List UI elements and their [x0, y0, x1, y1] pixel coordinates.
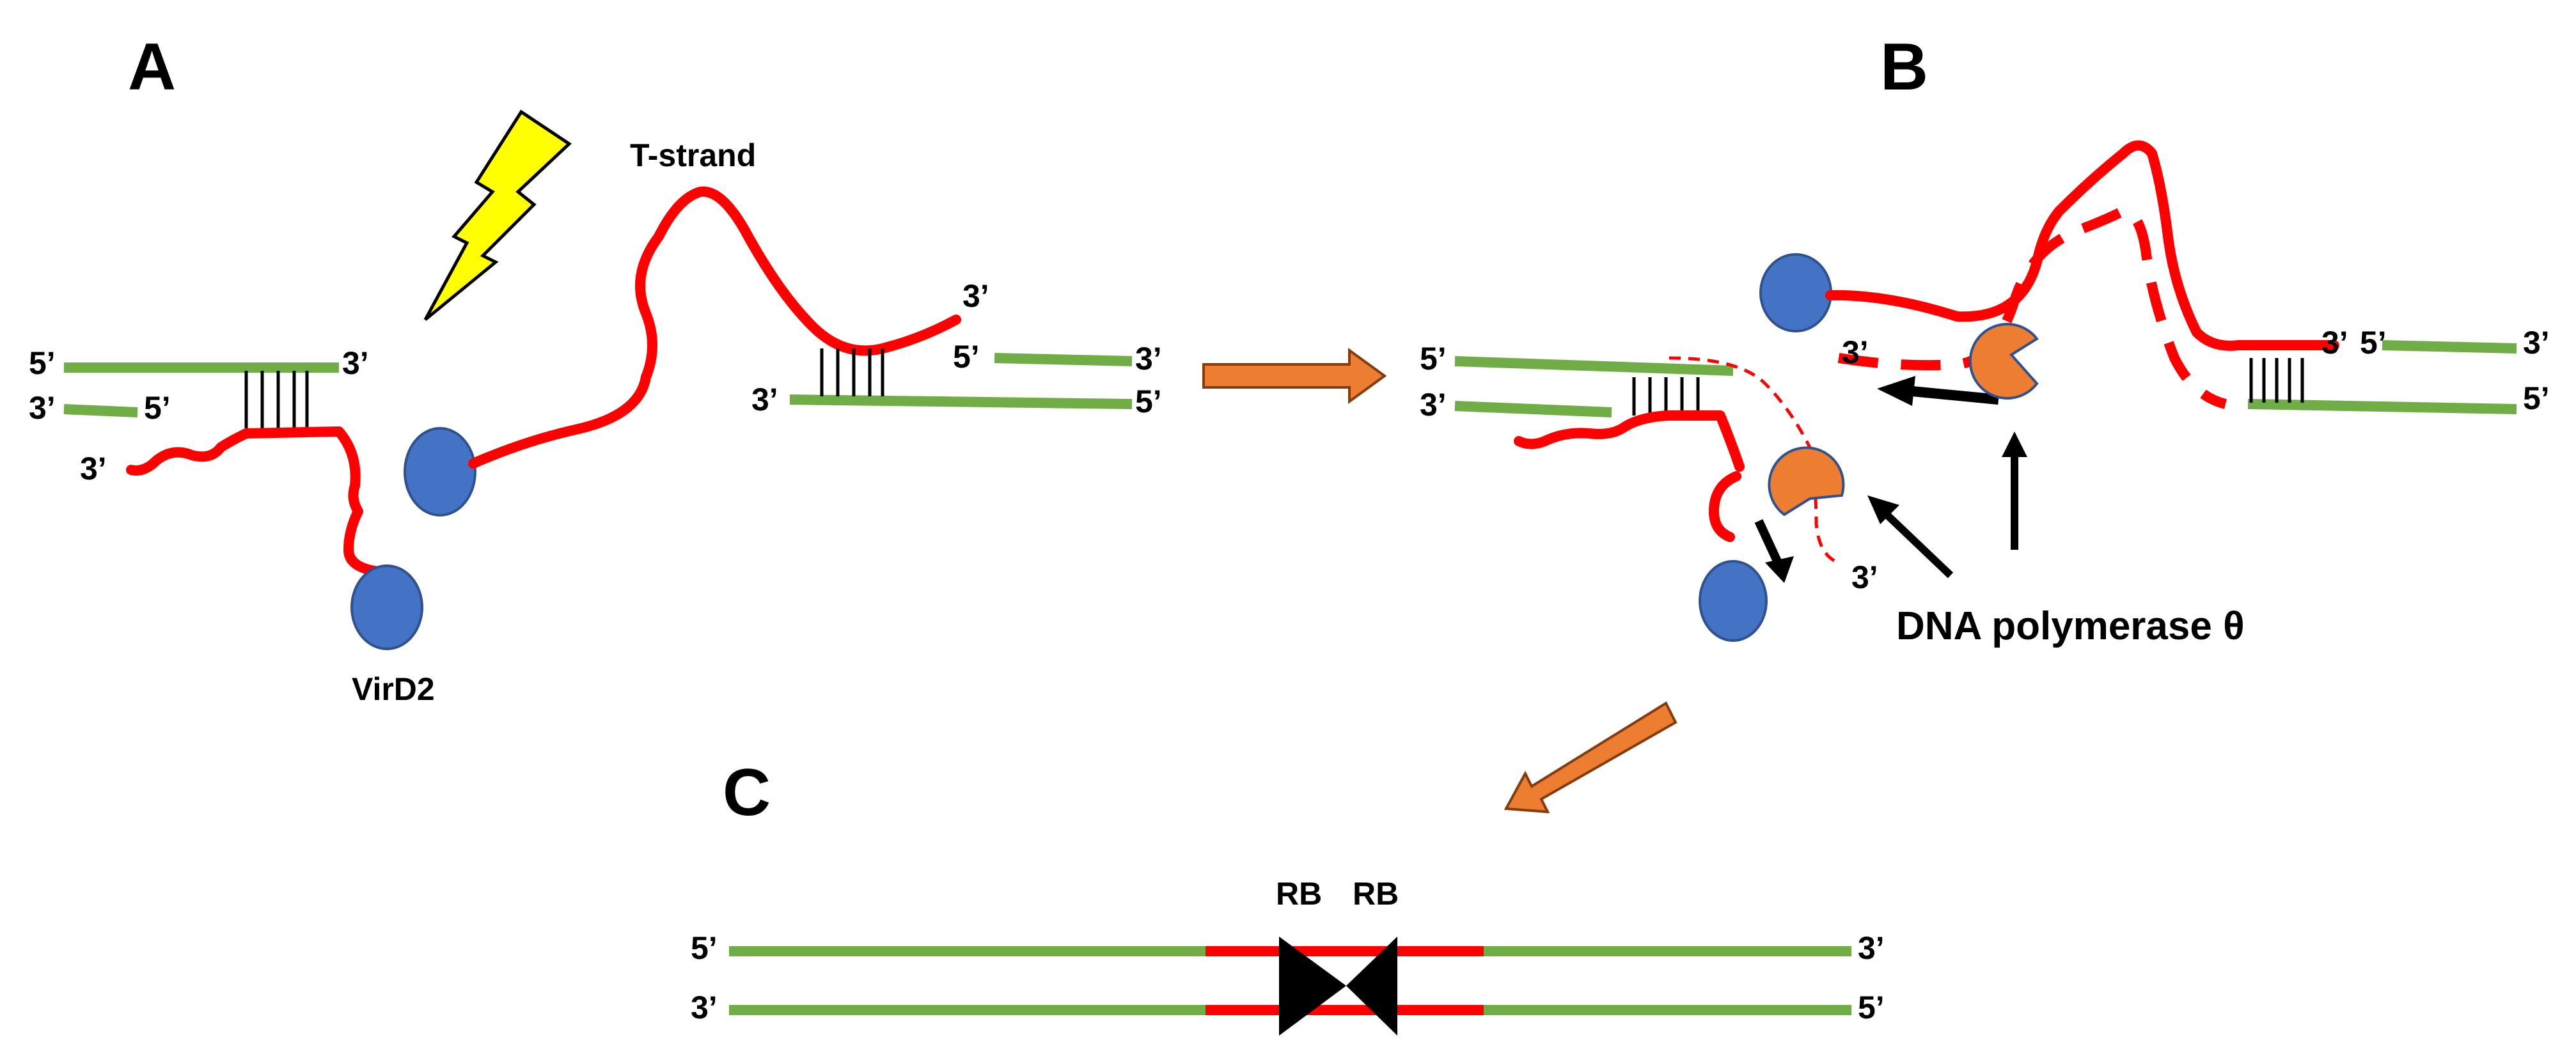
label-3prime-b5: 3’ — [2523, 325, 2550, 361]
base-pairing-b-right — [2249, 358, 2304, 403]
host-dna-right-bottom-a — [789, 394, 1133, 409]
label-3prime-a5: 3’ — [1135, 341, 1162, 377]
black-arrow-icon — [1877, 376, 1999, 406]
rb-right-triangle — [1346, 937, 1397, 1036]
host-dna-bottom-strand-b — [1454, 401, 1612, 417]
host-dna-top-strand-b — [1454, 356, 1734, 376]
label-3prime-a1: 3’ — [342, 345, 369, 381]
host-dna-right-top-b — [2382, 340, 2517, 354]
lightning-bolt-icon — [423, 109, 572, 321]
label-5prime-b5: 5’ — [2523, 380, 2550, 416]
label-3prime-b1: 3’ — [1420, 387, 1447, 423]
label-3prime-b2: 3’ — [1842, 334, 1869, 370]
t-strand-b-left — [1514, 410, 1745, 472]
polymerase-b-left — [1768, 446, 1845, 517]
label-5prime-c2: 5’ — [1858, 990, 1885, 1025]
black-arrow-icon — [2002, 432, 2027, 550]
host-dna-bottom-strand-a — [63, 404, 138, 417]
process-arrow-b-to-c — [1504, 701, 1677, 814]
virD2-protein-b-right — [1759, 253, 1832, 332]
label-virD2: VirD2 — [352, 671, 435, 707]
label-5prime-a2: 5’ — [144, 390, 171, 426]
black-arrow-icon — [1754, 519, 1794, 583]
t-strand-b-synthesis — [1837, 205, 2227, 409]
label-5prime-a5: 5’ — [1135, 384, 1162, 419]
panel-b-label: B — [1880, 30, 1928, 104]
virD2-protein-a-left — [350, 564, 423, 650]
label-t-strand: T-strand — [630, 137, 756, 173]
label-3prime-b4: 3’ — [2321, 325, 2348, 361]
process-arrow-a-to-b — [1202, 348, 1387, 404]
label-5prime-c1: 5’ — [691, 930, 718, 966]
host-dna-right-bottom-b — [2247, 399, 2517, 414]
label-5prime-a4: 5’ — [953, 339, 980, 375]
base-pairing-a-right — [820, 348, 884, 396]
panel-a-label: A — [128, 30, 176, 104]
t-strand-a-main — [468, 186, 961, 469]
polymerase-b-right — [1968, 323, 2039, 400]
virD2-protein-b-left — [1699, 560, 1768, 642]
rb-left-triangle — [1279, 937, 1346, 1036]
virD2-protein-a-right — [404, 427, 476, 517]
panel-c-label: C — [723, 756, 771, 830]
label-3prime-a4: 3’ — [962, 278, 989, 314]
label-3prime-a3: 3’ — [80, 451, 107, 486]
t-strand-b-main — [1825, 140, 2339, 351]
label-3prime-c2: 3’ — [1858, 930, 1885, 966]
label-3prime-c1: 3’ — [691, 990, 718, 1025]
t-strand-a-left — [126, 426, 389, 577]
black-arrow-icon — [1867, 495, 1954, 579]
host-dna-right-top-a — [994, 353, 1133, 366]
label-5prime-b1: 5’ — [1420, 341, 1447, 377]
label-3prime-a6: 3’ — [751, 382, 778, 417]
label-3prime-b3: 3’ — [1851, 559, 1878, 595]
label-rb-right: RB — [1353, 876, 1399, 912]
base-pairing-a-left — [244, 371, 309, 428]
label-5prime-b4: 5’ — [2360, 325, 2387, 361]
label-rb-left: RB — [1276, 876, 1322, 912]
t-strand-b-left-tail — [1709, 471, 1741, 542]
label-3prime-a2: 3’ — [29, 390, 56, 426]
base-pairing-b-left — [1632, 377, 1700, 416]
label-5prime-a1: 5’ — [29, 345, 56, 381]
label-dna-polymerase: DNA polymerase θ — [1896, 604, 2245, 648]
